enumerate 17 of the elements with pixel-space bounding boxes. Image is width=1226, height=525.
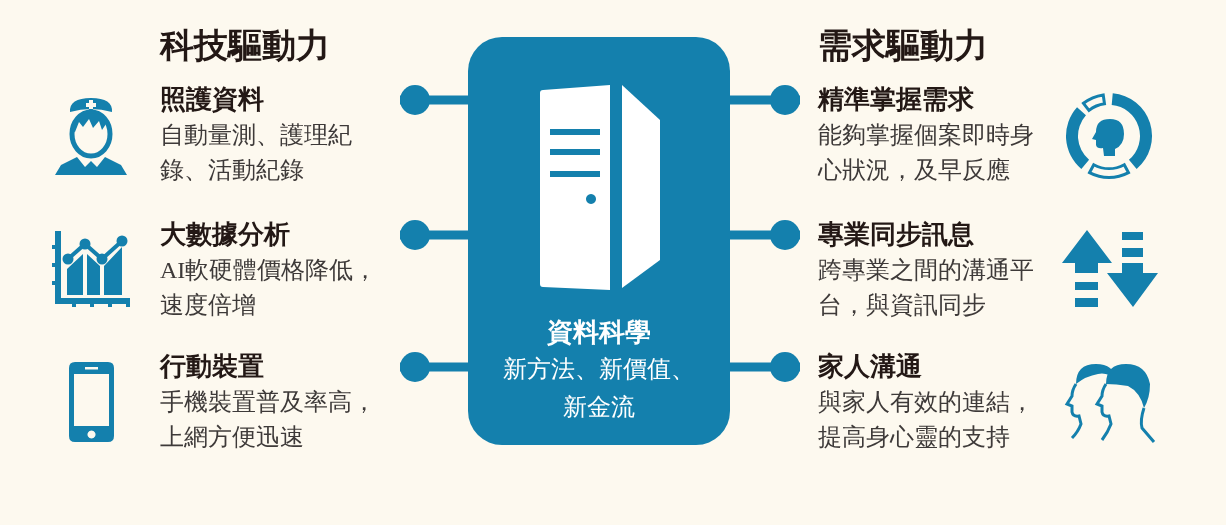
item-description: 能夠掌握個案即時身心狀況，及早反應	[818, 121, 1035, 185]
item-title: 大數據分析	[160, 219, 290, 251]
item-description: AI軟硬體價格降低，速度倍增	[160, 256, 379, 320]
column-heading: 科技驅動力	[160, 26, 330, 66]
hub-description: 新方法、新價值、新金流	[502, 355, 696, 422]
item-description: 自動量測、護理紀錄、活動紀錄	[160, 121, 353, 185]
item-description: 與家人有效的連結，提高身心靈的支持	[818, 388, 1035, 452]
item-title: 家人溝通	[818, 351, 922, 383]
item-description: 手機裝置普及率高，上網方便迅速	[160, 388, 377, 452]
item-title: 精準掌握需求	[818, 84, 974, 116]
hub-title: 資料科學	[547, 317, 651, 349]
item-title: 專業同步訊息	[818, 219, 974, 251]
column-heading: 需求驅動力	[818, 26, 988, 66]
item-title: 照護資料	[160, 84, 264, 116]
item-description: 跨專業之間的溝通平台，與資訊同步	[818, 256, 1035, 320]
hub-box	[468, 37, 730, 445]
item-title: 行動裝置	[160, 351, 264, 383]
